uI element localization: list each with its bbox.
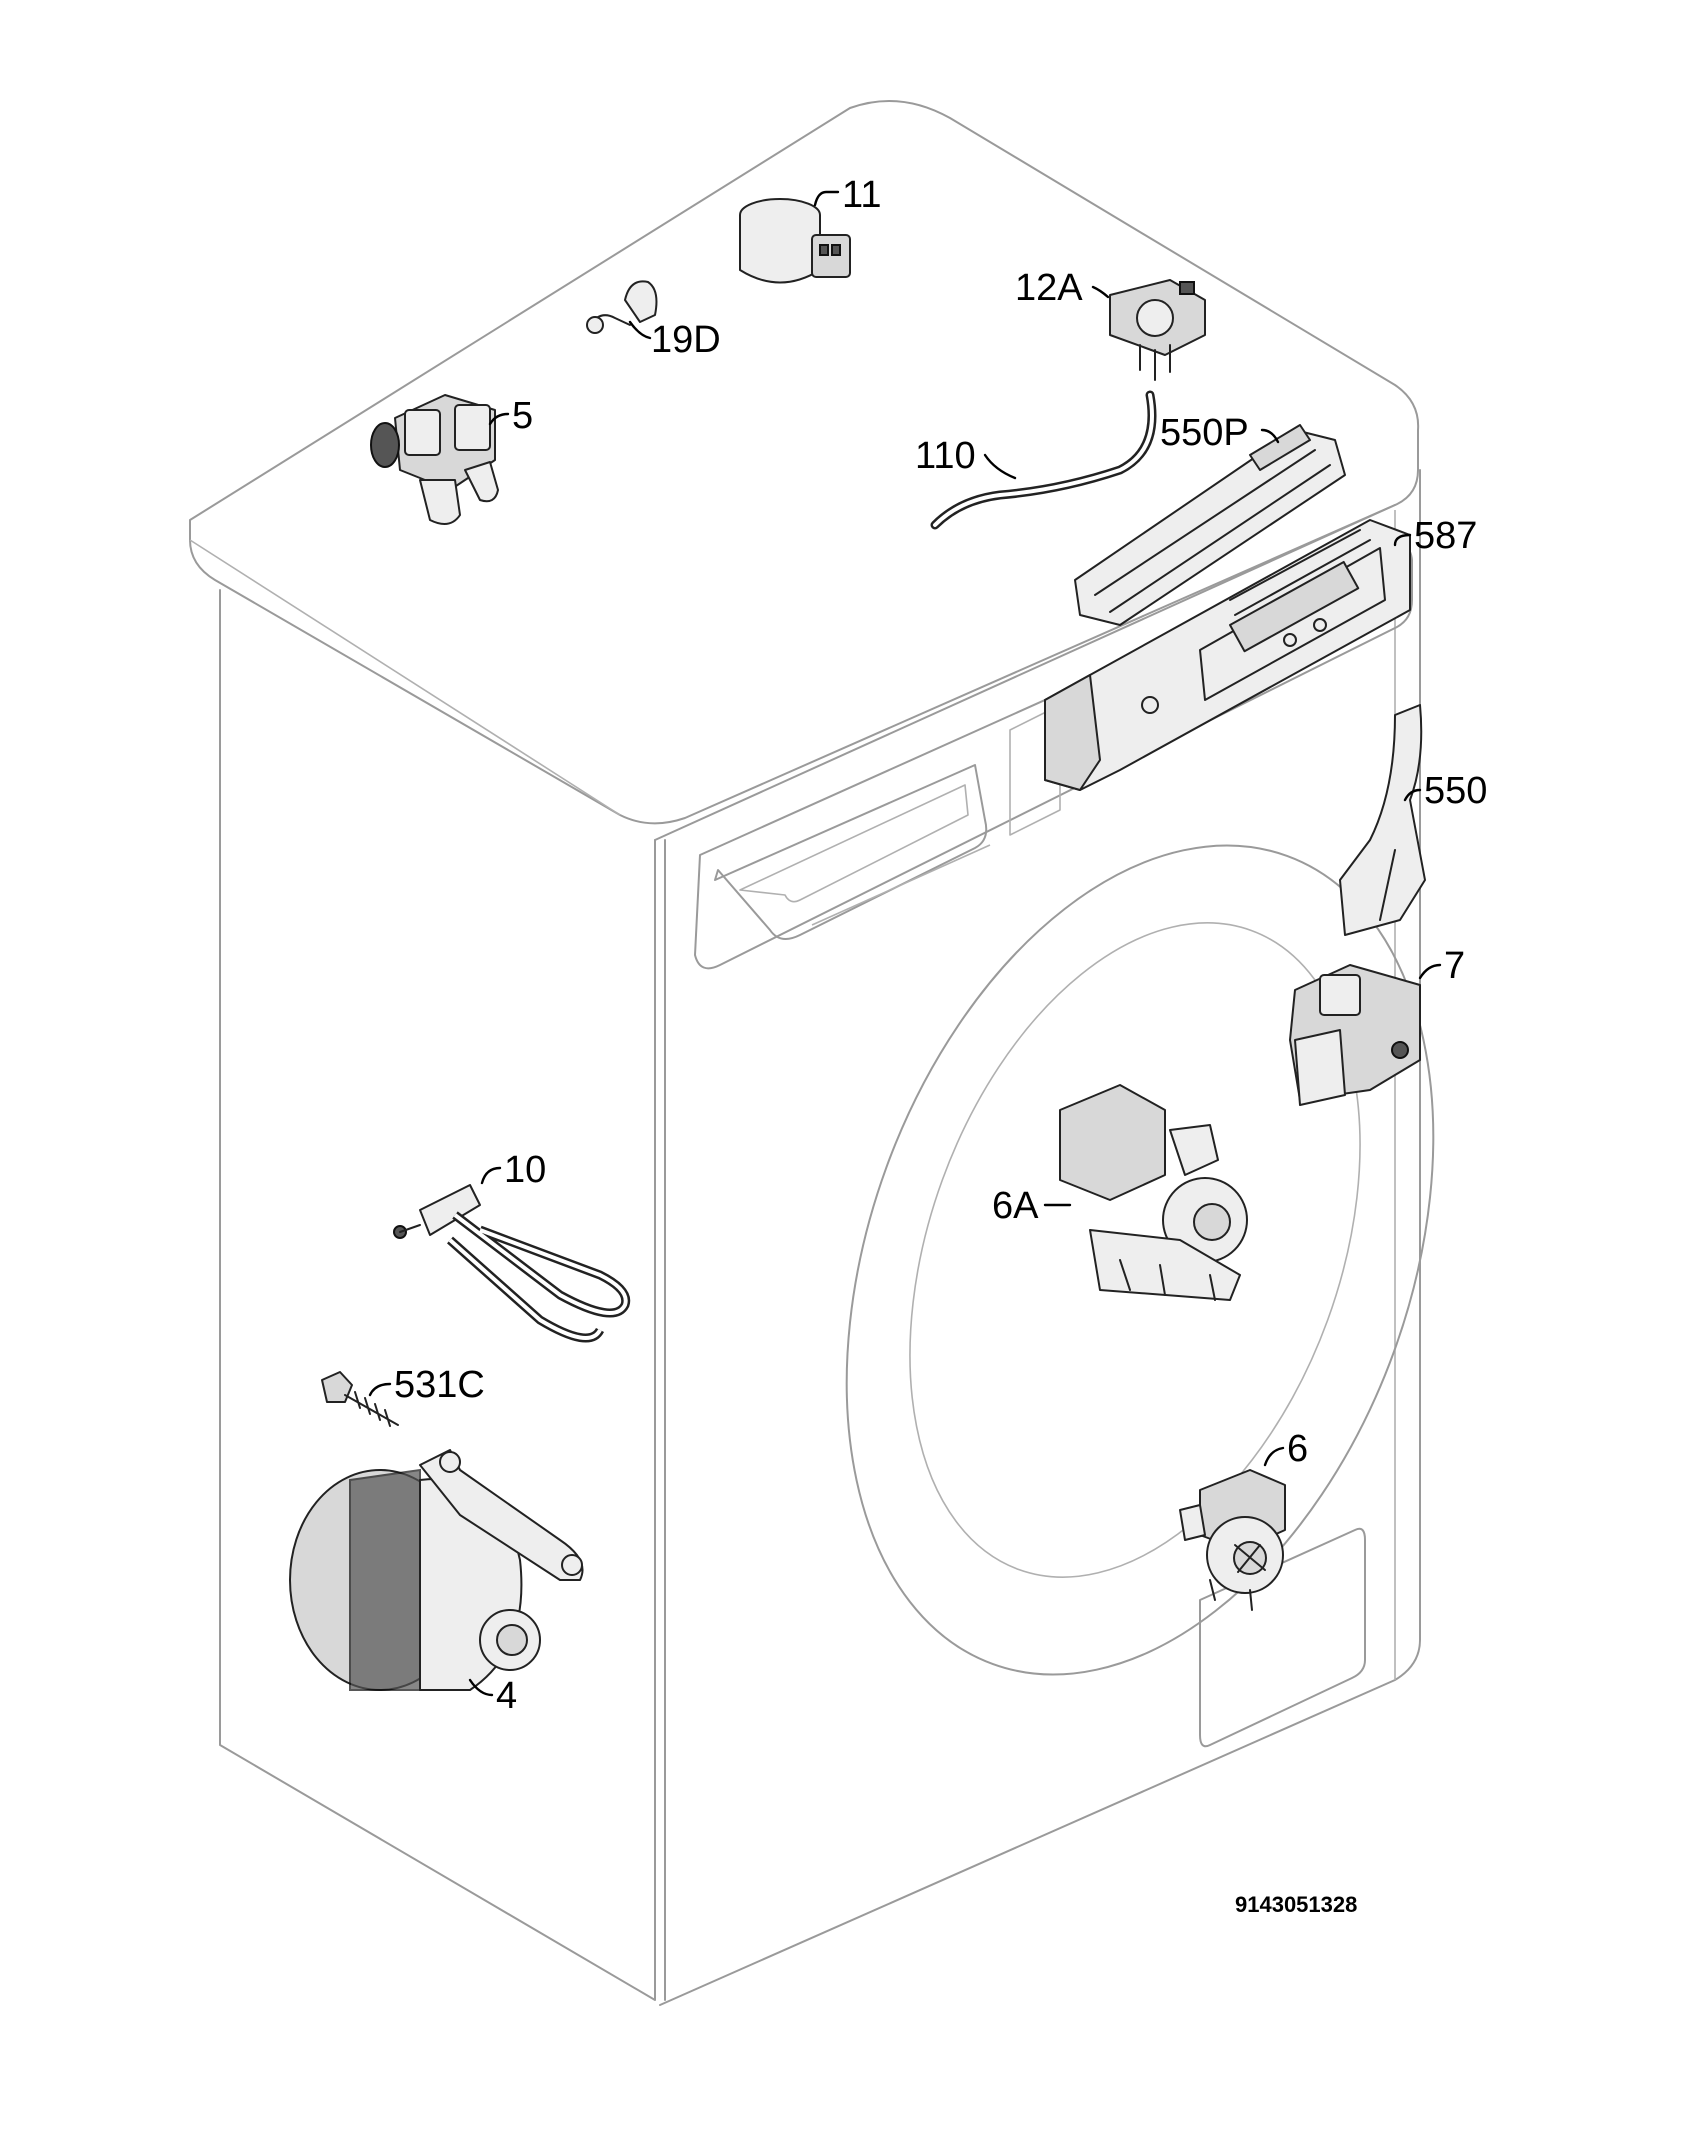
part-587-electronic-module [1044, 519, 1411, 791]
part-531C-screw [321, 1371, 399, 1427]
leader-10 [480, 1166, 502, 1185]
leader-550 [1403, 788, 1422, 802]
callout-4: 4 [496, 1675, 517, 1717]
callout-7: 7 [1444, 945, 1465, 987]
part-5-inlet-valve [370, 394, 499, 525]
leader-7 [1418, 963, 1442, 980]
callout-11: 11 [842, 174, 881, 216]
part-6A-circulation-pump [1059, 1084, 1248, 1301]
callout-5: 5 [512, 395, 533, 437]
part-550P-cover [1074, 424, 1346, 626]
leader-4 [468, 1678, 494, 1697]
part-12A-pressure-switch [1109, 279, 1206, 381]
part-7-door-lock [1289, 964, 1421, 1106]
leader-lines [368, 190, 1442, 1697]
part-10-heating-element [393, 1184, 631, 1343]
document-number: 9143051328 [1235, 1892, 1357, 1917]
leader-19D [628, 320, 652, 340]
cabinet-outline [189, 99, 1435, 2006]
part-4-motor [289, 1449, 584, 1691]
callout-12A: 12A [1015, 267, 1083, 309]
leader-11 [813, 190, 840, 207]
callout-6A: 6A [992, 1185, 1039, 1227]
leader-531C [368, 1382, 392, 1397]
callout-19D: 19D [651, 319, 721, 361]
part-19D-clip [586, 280, 658, 334]
part-550-lever [1339, 704, 1426, 936]
leader-5 [488, 412, 510, 426]
callout-587: 587 [1414, 515, 1477, 557]
leader-587 [1393, 533, 1412, 547]
callout-labels: 11 12A 19D 5 110 550P 587 550 7 6A 10 53… [394, 174, 1487, 1717]
part-110-hose [930, 390, 1157, 530]
leader-550P [1260, 428, 1280, 444]
leader-6 [1263, 1446, 1285, 1467]
callout-531C: 531C [394, 1364, 485, 1406]
callout-550: 550 [1424, 770, 1487, 812]
part-6-drain-pump [1179, 1469, 1286, 1611]
leader-110 [983, 453, 1017, 480]
leader-12A [1091, 285, 1110, 299]
callout-550P: 550P [1160, 412, 1249, 454]
part-11-filter [739, 198, 851, 284]
callout-6: 6 [1287, 1428, 1308, 1470]
callout-10: 10 [504, 1149, 546, 1191]
callout-110: 110 [915, 435, 976, 477]
